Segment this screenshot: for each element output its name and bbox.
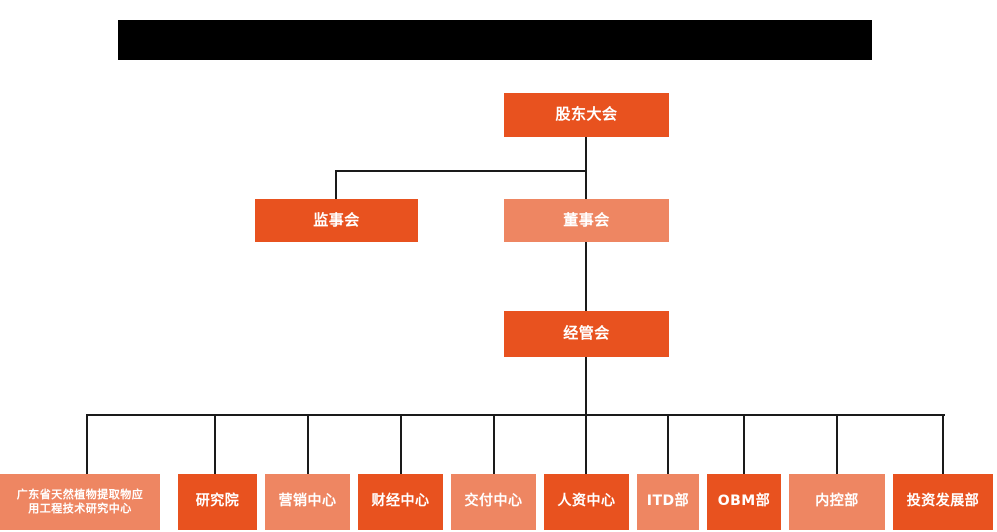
connector-drop-internal-control-dept: [836, 414, 838, 474]
connector-shareholders-down: [585, 137, 587, 173]
connector-drop-itd-dept: [667, 414, 669, 474]
node-obm-department[interactable]: OBM部: [707, 474, 781, 530]
node-label-line-1: 广东省天然植物提取物应: [16, 487, 144, 501]
connector-drop-obm-dept: [743, 414, 745, 474]
connector-drop-research-institute: [214, 414, 216, 474]
node-label-multiline: 广东省天然植物提取物应 用工程技术研究中心: [17, 488, 144, 516]
connector-directors-down: [585, 170, 587, 200]
connector-department-bus: [87, 414, 945, 416]
connector-branch-horizontal: [335, 170, 586, 172]
node-finance-center[interactable]: 财经中心: [358, 474, 443, 530]
connector-management-to-bus: [585, 357, 587, 416]
node-management-committee[interactable]: 经管会: [504, 311, 669, 357]
node-itd-department[interactable]: ITD部: [637, 474, 699, 530]
node-research-institute[interactable]: 研究院: [178, 474, 257, 530]
connector-drop-gd-research-center: [86, 414, 88, 474]
node-internal-control-department[interactable]: 内控部: [789, 474, 885, 530]
node-investment-development-department[interactable]: 投资发展部: [893, 474, 993, 530]
node-shareholders-meeting[interactable]: 股东大会: [504, 93, 669, 137]
connector-supervisors-down: [335, 170, 337, 200]
connector-drop-hr-center: [585, 414, 587, 474]
node-hr-center[interactable]: 人资中心: [544, 474, 629, 530]
connector-drop-delivery-center: [493, 414, 495, 474]
connector-drop-investment-development-dept: [942, 414, 944, 474]
node-board-of-supervisors[interactable]: 监事会: [255, 199, 418, 242]
node-label-line-2: 用工程技术研究中心: [28, 502, 132, 515]
redacted-title-banner: [118, 20, 872, 60]
node-board-of-directors[interactable]: 董事会: [504, 199, 669, 242]
connector-directors-to-management: [585, 241, 587, 312]
node-delivery-center[interactable]: 交付中心: [451, 474, 536, 530]
node-marketing-center[interactable]: 营销中心: [265, 474, 350, 530]
node-gd-natural-plant-extract-research-center[interactable]: 广东省天然植物提取物应 用工程技术研究中心: [0, 474, 160, 530]
connector-drop-finance-center: [400, 414, 402, 474]
connector-drop-marketing-center: [307, 414, 309, 474]
